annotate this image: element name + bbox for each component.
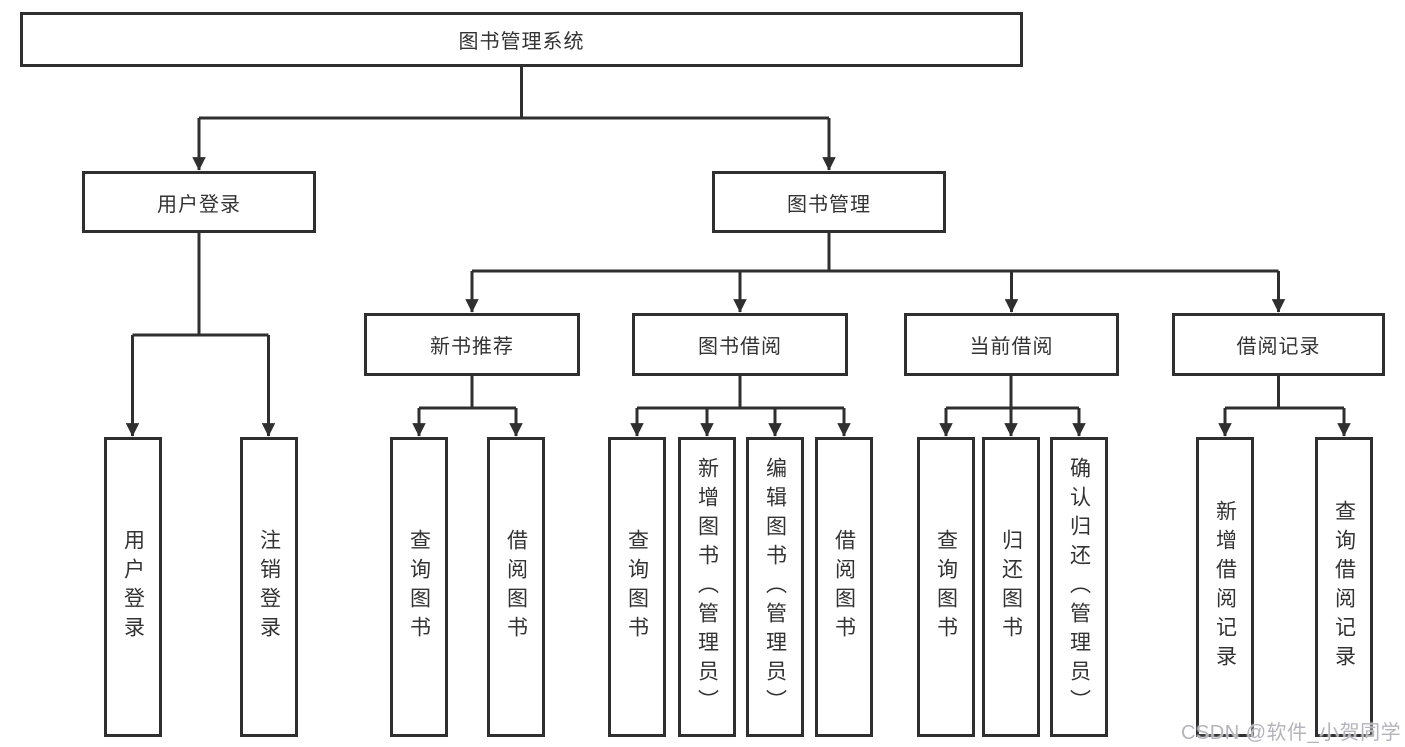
node-root-label: 图书管理系统 bbox=[458, 31, 585, 53]
leaf-records-query-record: 查询借阅记录 bbox=[1315, 437, 1373, 737]
leaf-borrow-query-books: 查询图书 bbox=[608, 437, 666, 737]
leaf-records-add-record: 新增借阅记录 bbox=[1196, 437, 1254, 737]
leaf-current-query-books-label: 查询图书 bbox=[934, 529, 958, 645]
node-user-login: 用户登录 bbox=[82, 171, 316, 233]
node-root: 图书管理系统 bbox=[20, 12, 1023, 67]
leaf-records-query-record-label: 查询借阅记录 bbox=[1332, 500, 1356, 674]
node-current-borrow: 当前借阅 bbox=[904, 313, 1119, 376]
leaf-borrow-borrow-books-label: 借阅图书 bbox=[832, 529, 856, 645]
node-user-login-label: 用户登录 bbox=[157, 193, 241, 216]
leaf-current-confirm-return-admin-label: 确认归还（管理员） bbox=[1067, 456, 1091, 718]
leaf-current-return-books: 归还图书 bbox=[982, 437, 1040, 737]
leaf-current-confirm-return-admin: 确认归还（管理员） bbox=[1050, 437, 1108, 737]
leaf-logout-label: 注销登录 bbox=[257, 529, 281, 645]
leaf-newbook-query-books-label: 查询图书 bbox=[407, 529, 431, 645]
leaf-borrow-edit-books-admin: 编辑图书（管理员） bbox=[746, 437, 804, 737]
leaf-borrow-borrow-books: 借阅图书 bbox=[815, 437, 873, 737]
node-book-management: 图书管理 bbox=[712, 171, 946, 233]
node-book-borrow-label: 图书借阅 bbox=[698, 336, 782, 358]
node-new-book-recommend: 新书推荐 bbox=[364, 313, 580, 376]
leaf-newbook-borrow-books: 借阅图书 bbox=[487, 437, 545, 737]
node-borrow-records: 借阅记录 bbox=[1172, 313, 1385, 376]
node-borrow-records-label: 借阅记录 bbox=[1236, 336, 1321, 358]
node-book-management-label: 图书管理 bbox=[787, 193, 871, 216]
leaf-newbook-query-books: 查询图书 bbox=[390, 437, 448, 737]
leaf-logout: 注销登录 bbox=[240, 437, 298, 737]
leaf-user-login-label: 用户登录 bbox=[121, 529, 145, 645]
csdn-watermark: CSDN @软件_小贺同学 bbox=[1181, 722, 1402, 744]
node-current-borrow-label: 当前借阅 bbox=[969, 336, 1054, 358]
leaf-records-add-record-label: 新增借阅记录 bbox=[1213, 500, 1237, 674]
leaf-current-query-books: 查询图书 bbox=[917, 437, 975, 737]
leaf-newbook-borrow-books-label: 借阅图书 bbox=[504, 529, 528, 645]
leaf-borrow-query-books-label: 查询图书 bbox=[625, 529, 649, 645]
leaf-user-login: 用户登录 bbox=[104, 437, 162, 737]
leaf-borrow-add-books-admin: 新增图书（管理员） bbox=[678, 437, 736, 737]
leaf-borrow-edit-books-admin-label: 编辑图书（管理员） bbox=[763, 456, 787, 718]
node-new-book-recommend-label: 新书推荐 bbox=[430, 336, 514, 358]
leaf-borrow-add-books-admin-label: 新增图书（管理员） bbox=[695, 456, 719, 718]
leaf-current-return-books-label: 归还图书 bbox=[999, 529, 1023, 645]
node-book-borrow: 图书借阅 bbox=[632, 313, 848, 376]
